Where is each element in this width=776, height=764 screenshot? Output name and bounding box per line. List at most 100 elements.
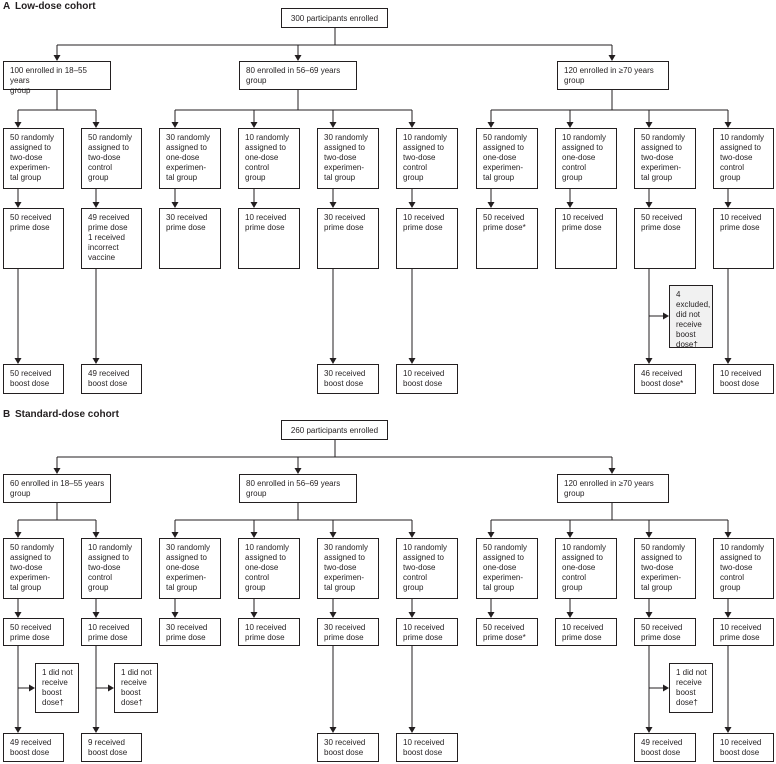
arrowhead-44 — [329, 202, 337, 208]
arrowhead-42 — [250, 202, 258, 208]
panel-b-enrolled-box: 260 participants enrolled — [281, 420, 388, 440]
panel-b-arm-7-assign: 50 randomly assigned to one-dose experim… — [476, 538, 538, 599]
arrowhead-126 — [92, 727, 100, 733]
arrowhead-76 — [608, 468, 616, 474]
arrowhead-60 — [329, 358, 337, 364]
arrowhead-8 — [608, 55, 616, 61]
panel-a-arm-10-boost: 10 received boost dose — [713, 364, 774, 394]
panel-b-arm-3-prime: 30 received prime dose — [159, 618, 221, 646]
panel-b-arm-8-assign: 10 randomly assigned to one-dose control… — [555, 538, 617, 599]
arrowhead-66 — [724, 358, 732, 364]
arrowhead-50 — [566, 202, 574, 208]
panel-b-letter: B — [3, 409, 11, 420]
panel-b-arm-1-excluded: 1 did not receive boost dose† — [35, 663, 79, 713]
panel-a-arm-10-prime: 10 received prime dose — [713, 208, 774, 269]
arrowhead-92 — [408, 532, 416, 538]
arrowhead-6 — [294, 55, 302, 61]
arrowhead-28 — [487, 122, 495, 128]
panel-b-arm-1-assign: 50 randomly assigned to two-dose experim… — [3, 538, 64, 599]
panel-a-arm-3-assign: 30 randomly assigned to one-dose experim… — [159, 128, 221, 189]
panel-b-arm-5-prime: 30 received prime dose — [317, 618, 379, 646]
arrowhead-32 — [645, 122, 653, 128]
panel-b-arm-1-prime: 50 received prime dose — [3, 618, 64, 646]
arrowhead-22 — [329, 122, 337, 128]
arrowhead-48 — [487, 202, 495, 208]
panel-b-arm-9-boost: 49 received boost dose — [634, 733, 696, 762]
panel-a-group-70plus: 120 enrolled in ≥70 years group — [557, 61, 669, 90]
panel-a-arm-7-prime: 50 received prime dose* — [476, 208, 538, 269]
arrowhead-100 — [645, 532, 653, 538]
panel-a-arm-9-prime: 50 received prime dose — [634, 208, 696, 269]
panel-b-arm-6-boost: 10 received boost dose — [396, 733, 458, 762]
arrowhead-88 — [250, 532, 258, 538]
panel-a-arm-3-prime: 30 received prime dose — [159, 208, 221, 269]
panel-a-arm-1-boost: 50 received boost dose — [3, 364, 64, 394]
arrowhead-20 — [250, 122, 258, 128]
panel-a-arm-1-assign: 50 randomly assigned to two-dose experim… — [3, 128, 64, 189]
arrowhead-38 — [92, 202, 100, 208]
panel-a-arm-9-boost: 46 received boost dose* — [634, 364, 696, 394]
arrowhead-72 — [53, 468, 61, 474]
panel-a-arm-5-assign: 30 randomly assigned to two-dose experim… — [317, 128, 379, 189]
panel-a-arm-8-prime: 10 received prime dose — [555, 208, 617, 269]
arrowhead-110 — [250, 612, 258, 618]
arrowhead-62 — [408, 358, 416, 364]
arrowhead-98 — [566, 532, 574, 538]
arrowhead-124 — [14, 727, 22, 733]
panel-a-arm-4-prime: 10 received prime dose — [238, 208, 300, 269]
panel-a-group-56-69: 80 enrolled in 56–69 years group — [239, 61, 357, 90]
arrowhead-80 — [14, 532, 22, 538]
panel-b-arm-7-prime: 50 received prime dose* — [476, 618, 538, 646]
arrowhead-130 — [408, 727, 416, 733]
arrowhead-40 — [171, 202, 179, 208]
panel-b-arm-9-assign: 50 randomly assigned to two-dose experim… — [634, 538, 696, 599]
arrowhead-136 — [29, 684, 35, 692]
panel-b-group-18-55: 60 enrolled in 18–55 years group — [3, 474, 111, 503]
panel-b-arm-3-assign: 30 randomly assigned to one-dose experim… — [159, 538, 221, 599]
panel-a-arm-9-excluded: 4 excluded, did not receive boost dose† — [669, 285, 713, 349]
panel-b-arm-2-assign: 10 randomly assigned to two-dose control… — [81, 538, 142, 599]
arrowhead-82 — [92, 532, 100, 538]
arrowhead-4 — [53, 55, 61, 61]
panel-b-arm-8-prime: 10 received prime dose — [555, 618, 617, 646]
panel-b-arm-2-boost: 9 received boost dose — [81, 733, 142, 762]
arrowhead-140 — [663, 684, 669, 692]
panel-a-enrolled-box: 300 participants enrolled — [281, 8, 388, 28]
panel-a-arm-2-prime: 49 received prime dose 1 received incorr… — [81, 208, 142, 269]
arrowhead-104 — [14, 612, 22, 618]
arrowhead-36 — [14, 202, 22, 208]
panel-b-arm-5-assign: 30 randomly assigned to two-dose experim… — [317, 538, 379, 599]
panel-b-arm-6-prime: 10 received prime dose — [396, 618, 458, 646]
panel-a-arm-7-assign: 50 randomly assigned to one-dose experim… — [476, 128, 538, 189]
arrowhead-132 — [645, 727, 653, 733]
panel-b-arm-4-prime: 10 received prime dose — [238, 618, 300, 646]
panel-b-arm-1-boost: 49 received boost dose — [3, 733, 64, 762]
arrowhead-68 — [663, 312, 669, 320]
panel-b-arm-4-assign: 10 randomly assigned to one-dose control… — [238, 538, 300, 599]
panel-b-group-56-69: 80 enrolled in 56–69 years group — [239, 474, 357, 503]
arrowhead-114 — [408, 612, 416, 618]
arrowhead-74 — [294, 468, 302, 474]
arrowhead-56 — [14, 358, 22, 364]
arrowhead-86 — [171, 532, 179, 538]
arrowhead-46 — [408, 202, 416, 208]
panel-b-arm-10-prime: 10 received prime dose — [713, 618, 774, 646]
panel-b-arm-6-assign: 10 randomly assigned to two-dose control… — [396, 538, 458, 599]
arrowhead-128 — [329, 727, 337, 733]
arrowhead-120 — [645, 612, 653, 618]
panel-b-arm-10-assign: 10 randomly assigned to two-dose control… — [713, 538, 774, 599]
panel-b-arm-10-boost: 10 received boost dose — [713, 733, 774, 762]
panel-b-arm-9-prime: 50 received prime dose — [634, 618, 696, 646]
panel-a-arm-2-assign: 50 randomly assigned to two-dose control… — [81, 128, 142, 189]
arrowhead-106 — [92, 612, 100, 618]
panel-a-arm-1-prime: 50 received prime dose — [3, 208, 64, 269]
panel-a-arm-6-assign: 10 randomly assigned to two-dose control… — [396, 128, 458, 189]
panel-b-arm-9-excluded: 1 did not receive boost dose† — [669, 663, 713, 713]
arrowhead-64 — [645, 358, 653, 364]
panel-b-group-70plus: 120 enrolled in ≥70 years group — [557, 474, 669, 503]
panel-b-arm-5-boost: 30 received boost dose — [317, 733, 379, 762]
